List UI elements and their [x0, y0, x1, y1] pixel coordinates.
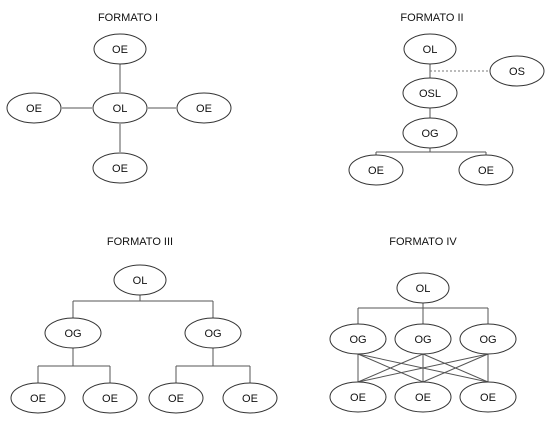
node-label: OE — [30, 393, 46, 405]
node-label: OG — [414, 334, 431, 346]
node-label: OE — [368, 165, 384, 177]
node-label: OSL — [419, 88, 441, 100]
edge-f4-og2-oe1 — [357, 353, 424, 383]
node-label: OL — [113, 103, 128, 115]
node-f4-oe-3: OE — [459, 381, 517, 413]
node-label: OE — [350, 392, 366, 404]
diagram-formato-iv: FORMATO IV OL OG OG OG — [329, 236, 517, 413]
node-f3-oe-1: OE — [10, 382, 66, 414]
node-f3-og-right: OG — [184, 317, 242, 349]
node-label: OG — [479, 334, 496, 346]
node-label: OG — [64, 328, 81, 340]
node-label: OG — [421, 128, 438, 140]
node-label: OL — [416, 283, 431, 295]
node-f4-oe-2: OE — [394, 381, 452, 413]
node-f2-os: OS — [489, 55, 545, 87]
node-f1-left: OE — [6, 92, 62, 124]
node-label: OE — [196, 103, 212, 115]
node-f3-oe-2: OE — [82, 382, 138, 414]
node-f2-ol: OL — [403, 33, 457, 65]
diagram-formato-iii: FORMATO III OL OG OG OE OE — [10, 236, 278, 414]
node-f1-center: OL — [92, 92, 148, 124]
node-f1-top: OE — [93, 33, 147, 65]
node-f3-ol: OL — [113, 264, 167, 296]
diagram-title-formato-i: FORMATO I — [98, 12, 158, 24]
node-f3-oe-3: OE — [148, 382, 204, 414]
node-label: OL — [133, 275, 148, 287]
node-label: OE — [168, 393, 184, 405]
node-f1-right: OE — [176, 92, 232, 124]
node-label: OE — [102, 393, 118, 405]
diagram-title-formato-ii: FORMATO II — [400, 12, 463, 24]
diagram-formato-i: FORMATO I OE OE OL OE OE — [6, 12, 232, 184]
diagram-title-formato-iii: FORMATO III — [107, 236, 173, 248]
node-label: OS — [509, 66, 525, 78]
node-label: OE — [112, 44, 128, 56]
node-f1-bottom: OE — [92, 152, 148, 184]
node-label: OG — [204, 328, 221, 340]
node-f2-oe-left: OE — [348, 154, 404, 186]
node-label: OE — [242, 393, 258, 405]
edge-f4-og3-oe2 — [422, 353, 489, 383]
node-f2-oe-right: OE — [458, 154, 514, 186]
node-label: OE — [112, 163, 128, 175]
node-f3-oe-4: OE — [222, 382, 278, 414]
node-label: OE — [26, 103, 42, 115]
diagram-formato-ii: FORMATO II OL OS OSL OG OE OE — [348, 12, 545, 186]
node-label: OL — [423, 44, 438, 56]
node-label: OE — [415, 392, 431, 404]
node-f4-og-1: OG — [329, 323, 387, 355]
node-f2-og: OG — [402, 117, 458, 149]
diagram-title-formato-iv: FORMATO IV — [389, 236, 457, 248]
node-f2-osl: OSL — [402, 77, 458, 109]
node-label: OG — [349, 334, 366, 346]
node-f4-og-3: OG — [459, 323, 517, 355]
node-label: OE — [480, 392, 496, 404]
edge-f4-og3-oe1 — [357, 353, 489, 383]
node-label: OE — [478, 165, 494, 177]
node-f4-ol: OL — [396, 272, 450, 304]
node-f4-og-2: OG — [394, 323, 452, 355]
node-f3-og-left: OG — [44, 317, 102, 349]
node-f4-oe-1: OE — [329, 381, 387, 413]
